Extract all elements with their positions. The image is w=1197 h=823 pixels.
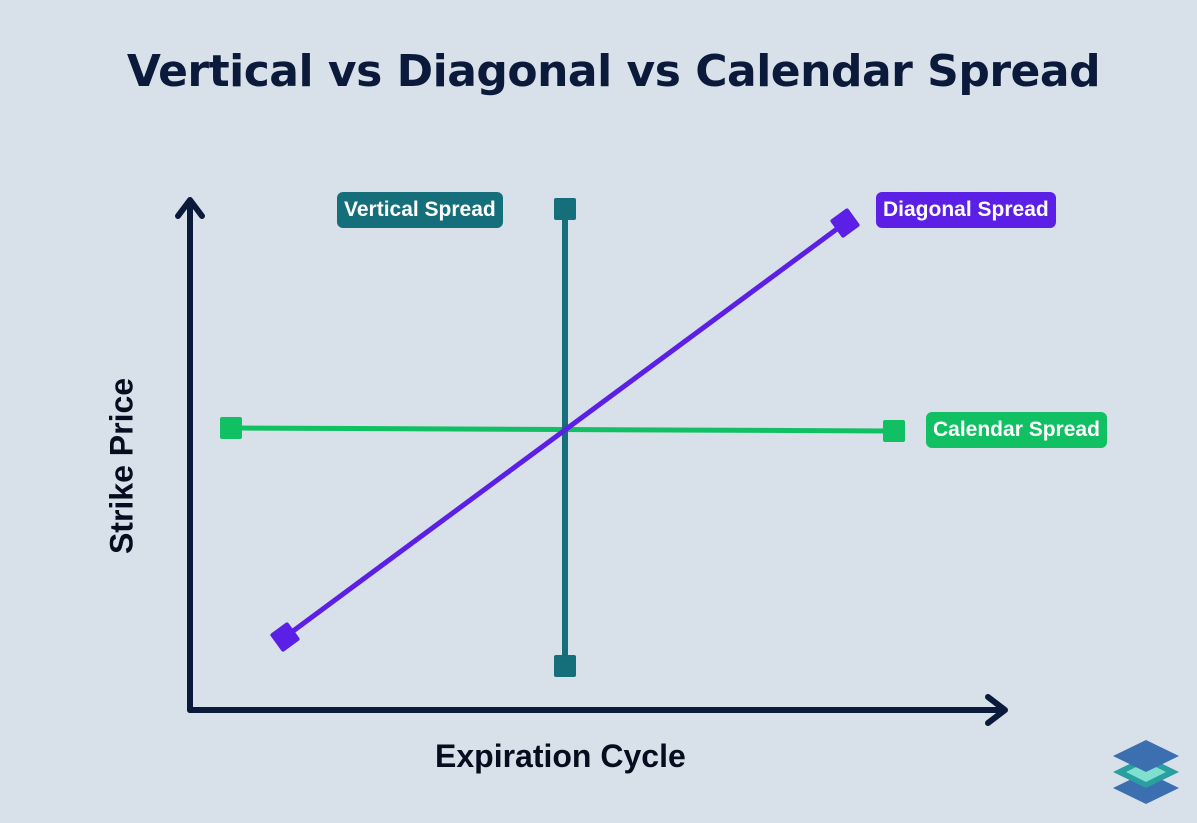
calendar-start-marker [220, 417, 242, 439]
y-axis-label: Strike Price [103, 377, 140, 555]
diagonal-spread-label: Diagonal Spread [876, 192, 1056, 228]
axes [175, 197, 1008, 726]
layered-stack-logo-icon [1113, 740, 1179, 804]
calendar-end-marker [883, 420, 905, 442]
diagonal-start-marker [270, 622, 300, 652]
diagram-title: Vertical vs Diagonal vs Calendar Spread [126, 46, 1101, 97]
calendar-spread-label: Calendar Spread [926, 412, 1107, 448]
y-axis-arrowhead [175, 197, 205, 219]
vertical-spread-line [554, 198, 576, 677]
diagonal-spread-line [270, 208, 860, 652]
diagonal-end-marker [830, 208, 860, 238]
vertical-spread-label: Vertical Spread [337, 192, 503, 228]
vertical-bottom-marker [554, 655, 576, 677]
x-axis-arrowhead [985, 694, 1008, 726]
x-axis-label: Expiration Cycle [435, 738, 686, 774]
vertical-top-marker [554, 198, 576, 220]
